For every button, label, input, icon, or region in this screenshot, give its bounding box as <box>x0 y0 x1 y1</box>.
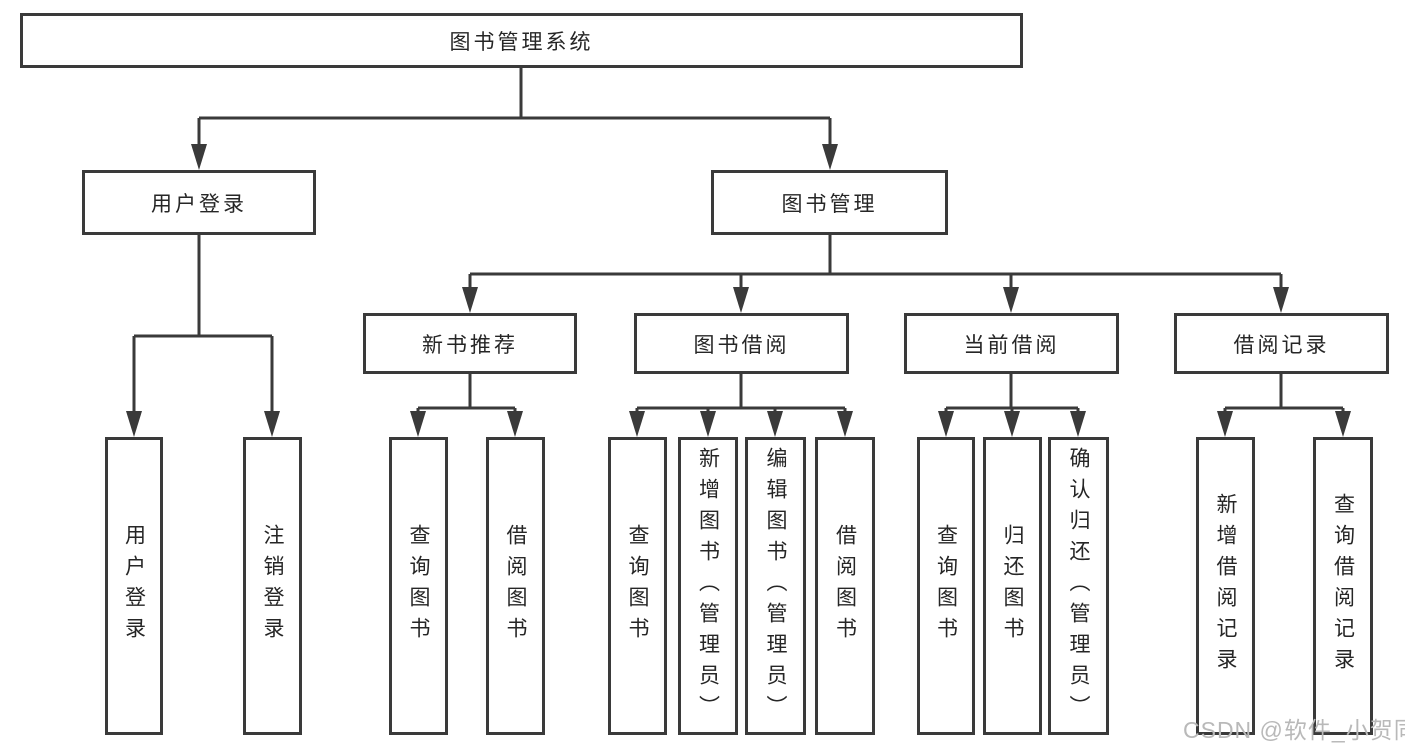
arrow-down-icon <box>822 144 838 170</box>
leaf-query-books: 查询图书 <box>917 437 975 735</box>
arrow-down-icon <box>410 411 426 437</box>
leaf-edit-books-admin: 编辑图书（管理员） <box>745 437 806 735</box>
arrow-down-icon <box>1004 411 1020 437</box>
arrow-down-icon <box>126 411 142 437</box>
leaf-user-login: 用户登录 <box>105 437 163 735</box>
node-label: 归还图书 <box>1001 524 1024 648</box>
node-label: 图书借阅 <box>693 333 790 357</box>
arrow-down-icon <box>938 411 954 437</box>
arrow-down-icon <box>837 411 853 437</box>
node-label: 图书管理系统 <box>449 30 594 54</box>
node-label: 注销登录 <box>261 524 284 648</box>
connector-root-to-level2 <box>191 68 838 170</box>
node-book-management: 图书管理 <box>711 170 948 235</box>
arrow-down-icon <box>1273 287 1289 313</box>
leaf-borrow-books: 借阅图书 <box>815 437 875 735</box>
node-label: 借阅记录 <box>1233 333 1330 357</box>
node-label: 用户登录 <box>151 192 247 216</box>
node-label: 查询图书 <box>626 524 649 648</box>
node-label: 确认归还（管理员） <box>1067 446 1090 726</box>
node-label: 借阅图书 <box>833 524 857 648</box>
leaf-return-books: 归还图书 <box>983 437 1042 735</box>
csdn-watermark: CSDN @软件_小贺同学 <box>1183 717 1405 743</box>
node-label: 图书管理 <box>781 192 878 216</box>
node-root-system: 图书管理系统 <box>20 13 1023 68</box>
node-label: 借阅图书 <box>504 524 527 648</box>
connector-book-borrow-to-leaves <box>629 374 853 437</box>
leaf-logout: 注销登录 <box>243 437 302 735</box>
connector-current-borrow-to-leaves <box>938 374 1086 437</box>
node-label: 编辑图书（管理员） <box>764 446 787 726</box>
node-current-borrow: 当前借阅 <box>904 313 1119 374</box>
node-label: 查询借阅记录 <box>1331 493 1355 679</box>
node-label: 用户登录 <box>122 524 146 648</box>
arrow-down-icon <box>462 287 478 313</box>
node-label: 新书推荐 <box>422 333 518 357</box>
arrow-down-icon <box>767 411 783 437</box>
node-label: 当前借阅 <box>963 333 1060 357</box>
arrow-down-icon <box>507 411 523 437</box>
arrow-down-icon <box>1070 411 1086 437</box>
arrow-down-icon <box>700 411 716 437</box>
leaf-query-books: 查询图书 <box>608 437 667 735</box>
node-user-login: 用户登录 <box>82 170 316 235</box>
node-label: 查询图书 <box>407 524 430 648</box>
leaf-confirm-return-admin: 确认归还（管理员） <box>1048 437 1109 735</box>
arrow-down-icon <box>629 411 645 437</box>
connector-new-books-to-leaves <box>410 374 523 437</box>
connector-borrow-records-to-leaves <box>1217 374 1351 437</box>
node-borrow-records: 借阅记录 <box>1174 313 1389 374</box>
leaf-add-borrow-record: 新增借阅记录 <box>1196 437 1255 735</box>
connector-user-login-to-leaves <box>126 235 280 437</box>
arrow-down-icon <box>1335 411 1351 437</box>
node-book-borrow: 图书借阅 <box>634 313 849 374</box>
arrow-down-icon <box>264 411 280 437</box>
node-label: 新增图书（管理员） <box>696 446 720 726</box>
leaf-add-books-admin: 新增图书（管理员） <box>678 437 738 735</box>
arrow-down-icon <box>733 287 749 313</box>
arrow-down-icon <box>191 144 207 170</box>
leaf-query-books: 查询图书 <box>389 437 448 735</box>
node-new-book-recommend: 新书推荐 <box>363 313 577 374</box>
connector-book-mgmt-to-level3 <box>462 235 1289 313</box>
node-label: 新增借阅记录 <box>1214 493 1237 679</box>
leaf-borrow-books: 借阅图书 <box>486 437 545 735</box>
leaf-query-borrow-record: 查询借阅记录 <box>1313 437 1373 735</box>
arrow-down-icon <box>1217 411 1233 437</box>
arrow-down-icon <box>1003 287 1019 313</box>
node-label: 查询图书 <box>934 524 958 648</box>
